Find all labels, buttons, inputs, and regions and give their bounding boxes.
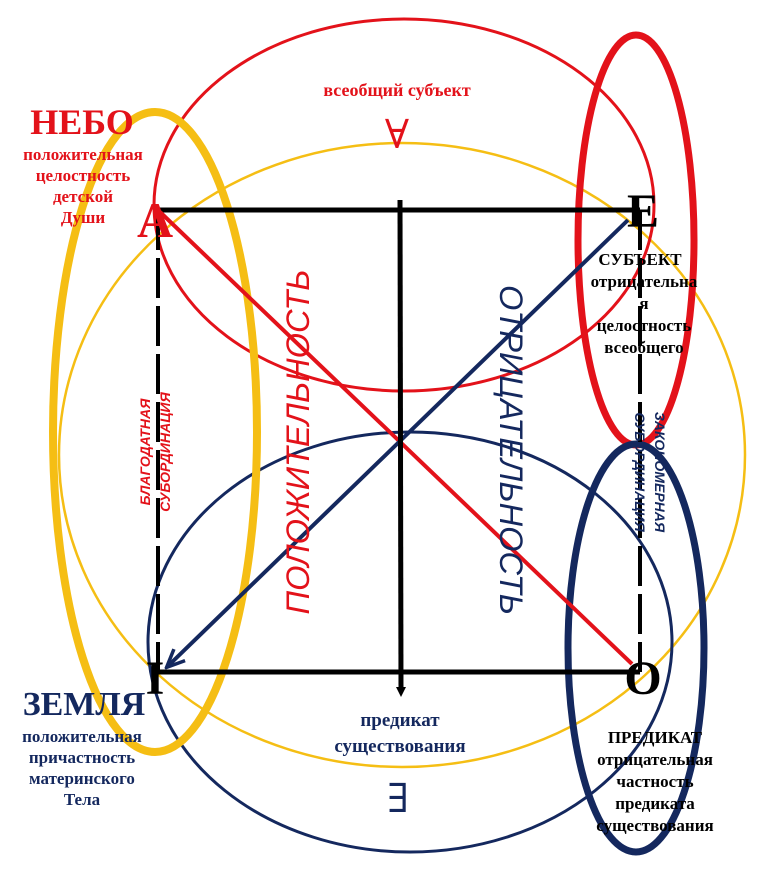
subject-line-3: я [639,294,648,313]
zemlya-line-4: Тела [64,790,101,809]
nebo-title: НЕБО [30,102,134,142]
exists-symbol: ∃ [387,776,409,821]
subject-line-1: СУБЪЕКТ [598,250,682,269]
nebo-line-2: целостность [36,166,130,185]
navy-right-ellipse [564,440,708,856]
red-right-ellipse [574,31,698,449]
corner-e-letter: E [627,185,659,238]
positivity-label: ПОЛОЖИТЕЛЬНОСТЬ [280,270,316,615]
subject-line-5: всеобщего [604,338,683,357]
predicate-right-line-3: частность [616,772,693,791]
yellow-left-ellipse [49,108,261,756]
predicate-right-line-2: отрицательная [597,750,713,769]
corner-a-letter: A [137,192,173,248]
zemlya-line-3: материнского [29,769,135,788]
top-label: всеобщий субъект [323,80,470,100]
nebo-line-3: детской [53,187,113,206]
zemlya-title: ЗЕМЛЯ [23,686,146,723]
zemlya-line-2: причастность [29,748,135,767]
right-side-label-1: ЗАКОНОМЕРНАЯ [652,412,668,533]
predicate-center-line-2: существования [334,736,465,757]
predicate-right-line-4: предиката [615,794,695,813]
left-side-label-1: БЛАГОДАТНАЯ [137,398,153,506]
predicate-right-line-1: ПРЕДИКАТ [608,728,703,747]
red-diagonal-a-to-o [158,210,634,666]
left-side-label-2: СУБОРДИНАЦИЯ [157,392,173,512]
forall-symbol: ∀ [385,112,409,157]
nebo-line-4: Души [61,208,106,227]
corner-o-letter: O [624,652,661,705]
predicate-right-line-5: существования [596,816,713,835]
predicate-center-line-1: предикат [360,710,440,731]
nebo-line-1: положительная [23,145,143,164]
negativity-label: ОТРИЦАТЕЛЬНОСТЬ [493,285,529,615]
subject-line-4: целостность [597,316,691,335]
outer-yellow-ellipse [57,141,747,769]
center-vertical-arrow [395,199,406,697]
zemlya-line-1: положительная [22,727,142,746]
subject-line-2: отрицательна [591,272,698,291]
corner-i-letter: I [146,652,165,705]
right-side-label-2: СУБОРДИНАЦИЯ [632,412,648,532]
red-top-ellipse [152,17,656,393]
